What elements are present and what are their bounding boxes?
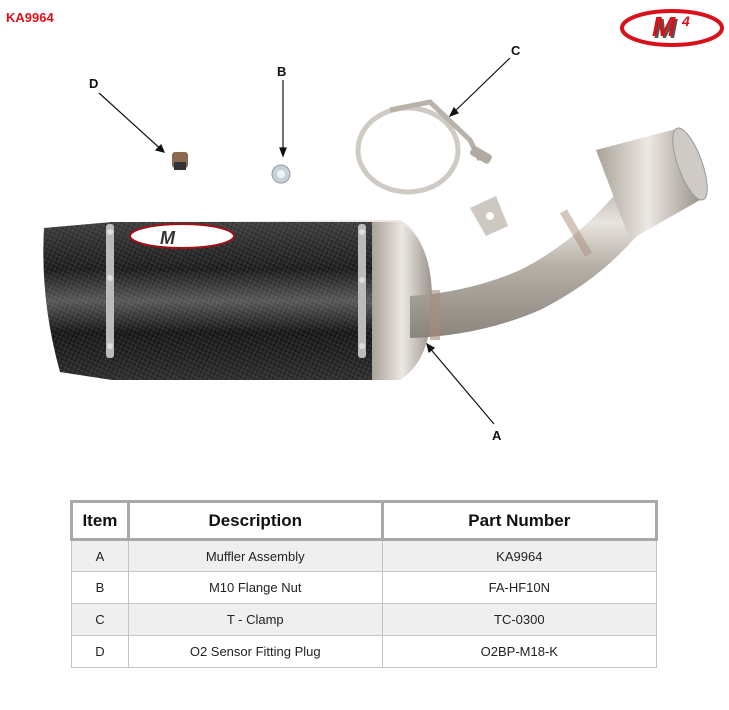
cell-item: B — [71, 571, 129, 604]
flange-nut — [271, 164, 291, 184]
callout-label-a: A — [492, 428, 502, 443]
part-code-title: KA9964 — [6, 10, 54, 25]
table-header-row: Item Description Part Number — [70, 500, 659, 541]
parts-table: Item Description Part Number A Muffler A… — [70, 500, 659, 668]
muffler-assembly: M — [43, 220, 432, 380]
svg-text:4: 4 — [681, 13, 690, 29]
header-part-number: Part Number — [380, 500, 659, 541]
o2-sensor-plug — [172, 152, 188, 170]
callout-label-c: C — [511, 43, 521, 58]
link-pipe — [410, 127, 708, 340]
cell-part-number: O2BP-M18-K — [381, 635, 658, 668]
cell-part-number: FA-HF10N — [381, 571, 658, 604]
header-description: Description — [126, 500, 384, 541]
header-item: Item — [70, 500, 130, 541]
table-row: C T - Clamp TC-0300 — [71, 603, 658, 636]
table-row: D O2 Sensor Fitting Plug O2BP-M18-K — [71, 635, 658, 668]
svg-text:M: M — [160, 228, 176, 248]
cell-description: Muffler Assembly — [127, 539, 383, 572]
cell-description: M10 Flange Nut — [127, 571, 383, 604]
m4-logo-icon: M M 4 — [620, 9, 724, 47]
exhaust-diagram: M — [43, 57, 708, 425]
t-clamp — [355, 99, 492, 195]
cell-item: C — [71, 603, 129, 636]
cell-item: A — [71, 539, 129, 572]
callout-label-d: D — [89, 76, 99, 91]
cell-item: D — [71, 635, 129, 668]
table-row: B M10 Flange Nut FA-HF10N — [71, 571, 658, 604]
cell-part-number: KA9964 — [381, 539, 658, 572]
callout-label-b: B — [277, 64, 287, 79]
svg-text:M: M — [652, 11, 676, 42]
table-row: A Muffler Assembly KA9964 — [71, 539, 658, 572]
cell-description: O2 Sensor Fitting Plug — [127, 635, 383, 668]
svg-text:M: M — [654, 13, 678, 44]
cell-part-number: TC-0300 — [381, 603, 658, 636]
cell-description: T - Clamp — [127, 603, 383, 636]
